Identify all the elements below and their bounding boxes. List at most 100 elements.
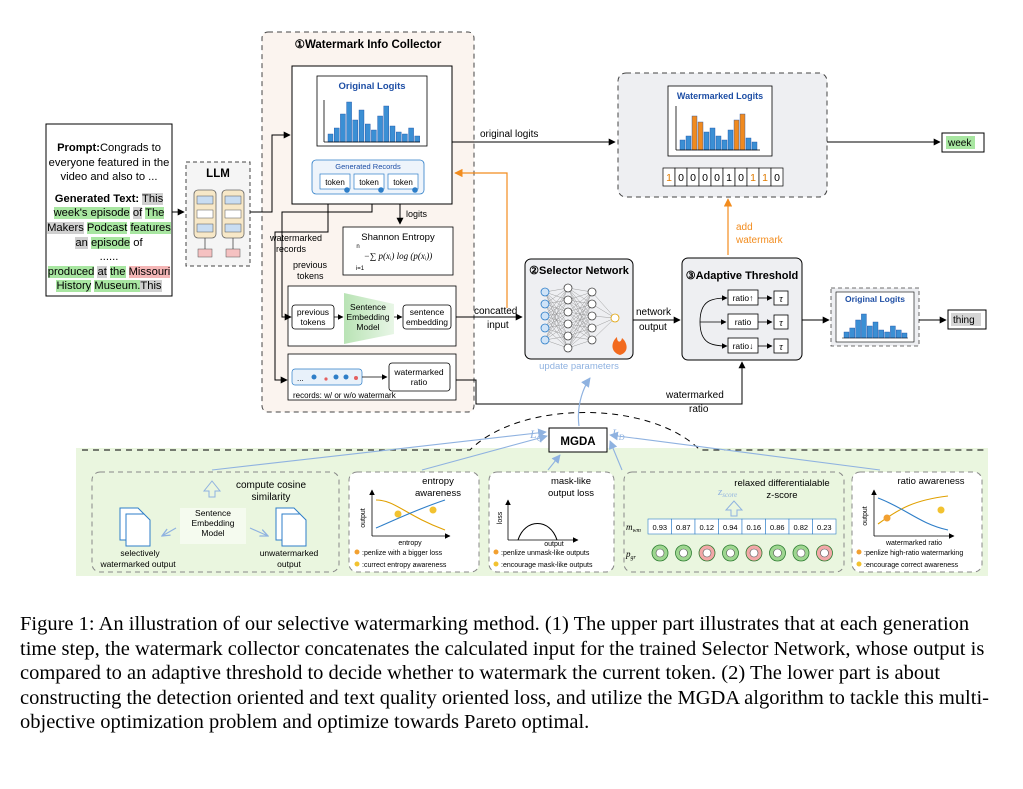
p-circle-row bbox=[651, 544, 833, 562]
bit-cell bbox=[770, 167, 784, 187]
generated-segments-2: produced at the Missouri History Museum.… bbox=[47, 265, 171, 293]
network-output-2: output bbox=[639, 322, 667, 333]
logits-label: logits bbox=[406, 209, 428, 219]
sum-bottom: i=1 bbox=[356, 266, 365, 272]
mask-axis-y: loss bbox=[497, 511, 504, 524]
logit-bar bbox=[358, 109, 365, 143]
cosine-1: compute cosine bbox=[236, 480, 306, 491]
logit-bar bbox=[396, 131, 402, 143]
wm-ratio-label-1: watermarked bbox=[665, 390, 724, 401]
llm-label: LLM bbox=[206, 168, 230, 180]
token-span: produced bbox=[47, 265, 95, 278]
transformer-icon bbox=[193, 189, 245, 258]
entropy-formula: −∑ p(xᵢ) log (p(xᵢ)) bbox=[364, 251, 433, 261]
token-span: History bbox=[56, 280, 92, 293]
logit-bar bbox=[884, 331, 890, 339]
cos-sem-3: Model bbox=[201, 528, 224, 538]
token-span: Podcast bbox=[86, 221, 128, 234]
smile-face-icon bbox=[493, 561, 499, 567]
sad-face-icon bbox=[493, 549, 499, 555]
bit-value: 0 bbox=[714, 172, 720, 184]
token-span: The bbox=[145, 207, 165, 220]
bit-value: 1 bbox=[750, 172, 756, 184]
ratio-awareness-title: ratio awareness bbox=[897, 476, 964, 487]
m-value: 0.87 bbox=[676, 523, 691, 532]
bit-value: 0 bbox=[702, 172, 708, 184]
sad-face-icon bbox=[394, 510, 402, 518]
nn-node bbox=[563, 283, 573, 293]
thumbs-up-icon bbox=[354, 561, 360, 567]
threshold-title: ③Adaptive Threshold bbox=[686, 270, 799, 282]
ratio-axis-y: output bbox=[862, 506, 869, 526]
nn-node bbox=[587, 287, 597, 297]
sad-face-icon bbox=[856, 549, 862, 555]
m-value: 0.12 bbox=[699, 523, 714, 532]
up-arrow-icon bbox=[724, 500, 744, 517]
token-span: of bbox=[133, 236, 143, 249]
entropy-loss-box bbox=[348, 471, 480, 573]
add-watermark-2: watermark bbox=[735, 235, 784, 246]
figure-caption: Figure 1: An illustration of our selecti… bbox=[20, 613, 989, 734]
selectively-1: selectively bbox=[120, 548, 160, 558]
token-span: of bbox=[132, 207, 143, 220]
unwatermarked-1: unwatermarked bbox=[260, 548, 319, 558]
logit-bar bbox=[721, 139, 728, 151]
logit-bar bbox=[715, 135, 722, 151]
token-span: Museum. bbox=[94, 280, 141, 293]
sem-model-3: Model bbox=[356, 322, 379, 332]
update-parameters-label: update parameters bbox=[539, 361, 619, 372]
nn-node bbox=[587, 323, 597, 333]
ld-label: LD bbox=[611, 426, 625, 442]
bit-value: 0 bbox=[690, 172, 696, 184]
watermarked-ratio-2: ratio bbox=[411, 377, 428, 387]
drop-icon bbox=[412, 187, 418, 193]
logit-bar bbox=[334, 127, 340, 143]
logit-bar bbox=[389, 125, 396, 143]
nn-node bbox=[587, 311, 597, 321]
sentence-embedding-1: sentence bbox=[410, 307, 445, 317]
nn-node bbox=[540, 311, 550, 321]
logit-bar bbox=[327, 133, 334, 143]
p-label: pgr bbox=[625, 549, 637, 561]
nn-node bbox=[563, 343, 573, 353]
relaxed-1: relaxed differentialable bbox=[734, 478, 829, 489]
up-arrow-icon bbox=[202, 480, 222, 498]
logit-bar bbox=[739, 113, 746, 151]
logit-bar bbox=[402, 133, 408, 143]
logit-bar bbox=[365, 123, 371, 143]
token-span: Missouri bbox=[128, 265, 171, 278]
sem-model-1: Sentence bbox=[350, 302, 386, 312]
logit-bar bbox=[901, 332, 908, 339]
neural-net-icon bbox=[540, 283, 620, 353]
wm-ratio-label-2: ratio bbox=[689, 404, 709, 415]
previous-tokens-label-2: tokens bbox=[297, 271, 324, 281]
cosine-loss-box bbox=[91, 471, 340, 573]
cos-sem-2: Embedding bbox=[191, 518, 234, 528]
mask-loss-box bbox=[488, 471, 615, 573]
bit-value: 1 bbox=[762, 172, 768, 184]
m-value: 0.94 bbox=[723, 523, 738, 532]
prompt-label: Prompt: bbox=[57, 142, 100, 154]
logit-bar bbox=[878, 329, 884, 339]
add-watermark-1: add bbox=[736, 222, 753, 233]
generated-records-label: Generated Records bbox=[335, 162, 401, 171]
mask-1: mask-like bbox=[551, 476, 591, 487]
ratio-up: ratio↑ bbox=[733, 293, 754, 303]
token-boxes: token token token bbox=[319, 173, 419, 193]
nn-node bbox=[540, 287, 550, 297]
bit-value: 0 bbox=[774, 172, 780, 184]
thumbs-up-icon bbox=[429, 506, 437, 514]
watermarked-logits-title: Watermarked Logits bbox=[677, 91, 763, 101]
token-2: token bbox=[359, 178, 379, 187]
nn-node bbox=[563, 331, 573, 341]
drop-icon bbox=[333, 374, 339, 380]
logit-bar bbox=[709, 127, 716, 151]
mask-note-2: :encourage mask-like outputs bbox=[501, 562, 593, 569]
watermarked-records-label-2: records bbox=[276, 244, 307, 254]
records-caption: records: w/ or w/o watermark bbox=[293, 391, 397, 400]
zscore-loss-box bbox=[623, 471, 845, 573]
token-span: an bbox=[75, 236, 88, 249]
mgda-box bbox=[548, 427, 608, 453]
token-span: This bbox=[140, 280, 162, 293]
logit-bar bbox=[346, 101, 352, 143]
